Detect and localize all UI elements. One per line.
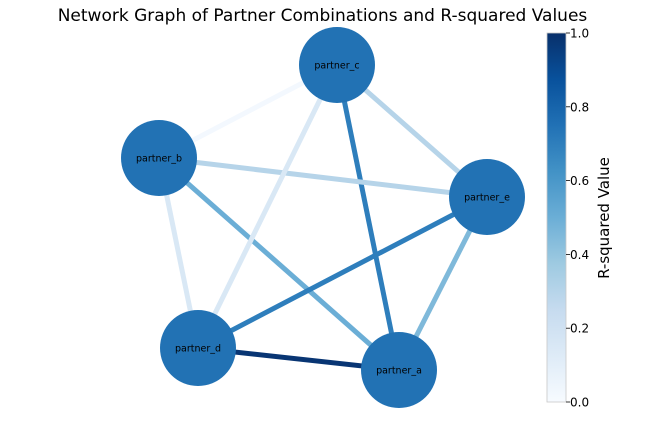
node-circle xyxy=(361,332,437,408)
node-circle xyxy=(299,27,375,103)
edge-partner_b-partner_e xyxy=(158,155,488,200)
colorbar-tick-label: 0.6 xyxy=(570,174,589,188)
colorbar-tick-label: 0.4 xyxy=(570,248,589,262)
node-layer: partner_a partner_b partner_c partner_d part… xyxy=(121,27,525,408)
node-partner_a: partner_a xyxy=(361,332,437,408)
colorbar-tick-label: 0.0 xyxy=(570,396,589,410)
node-partner_d: partner_d xyxy=(160,310,236,386)
node-label: partner_c xyxy=(314,61,359,72)
colorbar-tick-label: 0.2 xyxy=(570,322,589,336)
node-circle xyxy=(121,120,197,196)
node-partner_b: partner_b xyxy=(121,120,197,196)
node-circle xyxy=(160,310,236,386)
colorbar-tick-label: 1.0 xyxy=(570,27,589,41)
colorbar-label: R-squared Value xyxy=(595,157,613,279)
edge-partner_a-partner_c xyxy=(334,64,402,371)
edge-partner_d-partner_e xyxy=(196,194,489,351)
colorbar-ticks: 0.0 0.2 0.4 0.6 0.8 1.0 xyxy=(566,27,589,410)
colorbar: 0.0 0.2 0.4 0.6 0.8 1.0 R-squared Value xyxy=(546,27,613,410)
node-label: partner_a xyxy=(376,366,422,377)
node-label: partner_d xyxy=(175,344,221,355)
node-partner_c: partner_c xyxy=(299,27,375,103)
node-partner_e: partner_e xyxy=(449,159,525,235)
node-label: partner_e xyxy=(464,193,510,204)
node-label: partner_b xyxy=(136,154,182,165)
chart-title: Network Graph of Partner Combinations an… xyxy=(57,6,588,26)
edge-partner_a-partner_b xyxy=(157,156,401,372)
edge-partner_c-partner_d xyxy=(195,63,340,350)
colorbar-gradient xyxy=(546,32,567,403)
colorbar-tick-label: 0.8 xyxy=(570,100,589,114)
node-circle xyxy=(449,159,525,235)
